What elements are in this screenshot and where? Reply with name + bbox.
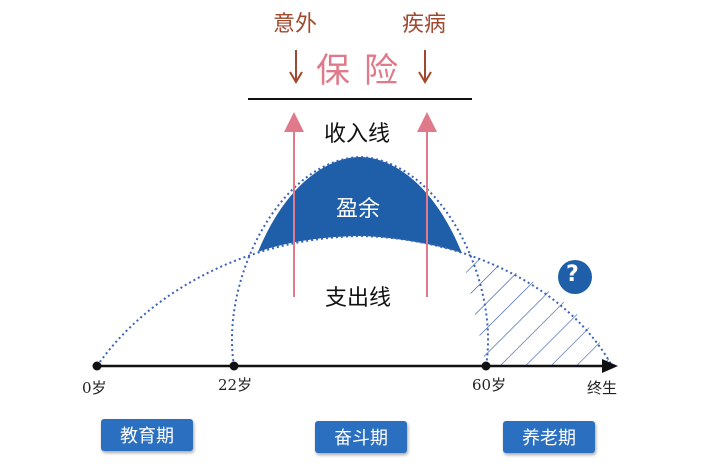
axis-point-birth [92, 361, 102, 371]
insurance-label: 保险 [316, 51, 412, 91]
age-label-60: 60岁 [472, 376, 507, 394]
axis-point-22 [229, 361, 239, 371]
stage-retirement-button[interactable]: 养老期 [503, 421, 595, 453]
axis-point-60 [481, 361, 491, 371]
risk-arrow-right [418, 50, 432, 84]
question-mark: ? [566, 262, 579, 287]
stage-education-label: 教育期 [120, 426, 174, 447]
stage-retirement-label: 养老期 [522, 428, 576, 449]
risk-arrow-left [289, 50, 303, 84]
risk-accident-label: 意外 [273, 12, 318, 37]
stage-struggle-button[interactable]: 奋斗期 [315, 421, 407, 453]
question-badge [558, 260, 592, 294]
stage-struggle-label: 奋斗期 [334, 428, 388, 449]
age-label-22: 22岁 [218, 376, 253, 394]
timeline-arrowhead [602, 359, 618, 373]
age-label-birth: 0岁 [82, 379, 107, 397]
expense-line-label: 支出线 [325, 286, 392, 311]
stage-education-button[interactable]: 教育期 [101, 419, 193, 451]
surplus-area [258, 157, 462, 253]
expense-line [96, 234, 613, 367]
surplus-label: 盈余 [336, 197, 381, 222]
retirement-gap-hatch [462, 253, 612, 366]
income-line-label: 收入线 [324, 122, 391, 147]
risk-illness-label: 疾病 [402, 12, 447, 37]
age-label-end: 终生 [587, 379, 618, 397]
